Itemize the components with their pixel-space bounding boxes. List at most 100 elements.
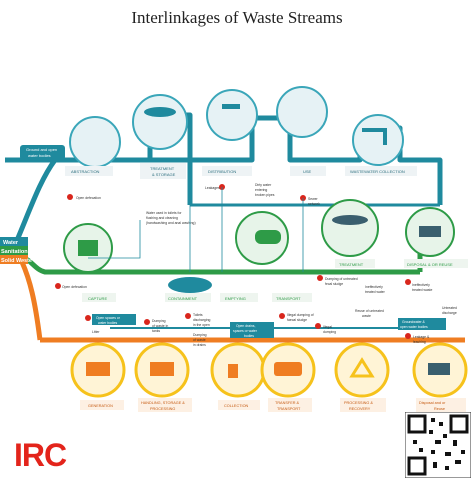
solid-disposal-label-2: Reuse [434, 407, 445, 411]
bulldozer-icon [428, 363, 450, 375]
factory-icon [86, 362, 110, 376]
leakage-leaching-note-2: leaching [413, 340, 426, 344]
emptying-label-box [220, 293, 258, 302]
treatment-s-label-box [335, 259, 375, 268]
containment-label-box [165, 293, 211, 302]
disposal-s-label-box [404, 259, 468, 268]
sewer-note-1: Sewer [308, 197, 318, 201]
annotation-texts: Open defecation Water used in toilets fo… [62, 183, 457, 347]
toilets-note-1: Toilets [193, 313, 203, 317]
sanitation-labels: CAPTURE CONTAINMENT EMPTYING TRANSPORT T… [82, 259, 468, 302]
groundwater-box [398, 318, 446, 330]
dumping-drains-note-1: Dumping [193, 333, 207, 337]
untreated-discharge-note-2: discharge [442, 311, 457, 315]
water-used-note-3: (handwashing and anal washing) [146, 221, 196, 225]
open-drains-box [230, 322, 274, 338]
alert-icon [279, 313, 285, 319]
capture-label: CAPTURE [88, 296, 107, 301]
bin-icon [228, 364, 238, 378]
ineff-waste-note-2: treated waste [412, 288, 432, 292]
solid-labels: GENERATION HANDLING, STORAGE & PROCESSIN… [80, 398, 466, 412]
sewer-note-2: network [308, 202, 320, 206]
wastewater-label-box [345, 166, 417, 176]
dumping-tanks-note-3: tanks [152, 329, 160, 333]
qr-frame [405, 412, 471, 478]
garbage-truck-icon [274, 362, 302, 376]
dumping-fecal-note-2: fecal sludge [325, 282, 343, 286]
ground-water-label-1: Ground and open [26, 147, 57, 152]
sanitation-icons [63, 199, 455, 293]
solid-down-pipe [19, 260, 43, 341]
sanitation-stream-tag [0, 246, 28, 255]
toilets-note-2: discharging [193, 318, 210, 322]
illegal-dump-note-2: faecal sludge [287, 318, 307, 322]
alert-icon [315, 323, 321, 329]
alert-icon [67, 194, 73, 200]
ground-water-box [20, 145, 65, 160]
qr-code[interactable] [405, 412, 471, 478]
illegal-waste-note-1: Illegal [323, 325, 332, 329]
capture-label-box [82, 293, 116, 302]
treatment-plant-icon [321, 199, 379, 257]
qr-finder-tr [449, 414, 469, 434]
alert-icon [85, 315, 91, 321]
handling-label-box [138, 398, 192, 412]
processing-recovery-icon [334, 342, 390, 398]
water-stream-label: Water [3, 240, 19, 246]
dumping-drains-note-3: in drains [193, 343, 206, 347]
treatment-storage-icon [132, 94, 188, 150]
solid-disposal-label-1: Disposal and or [419, 401, 446, 405]
dirty-water-note-3: broken pipes [255, 193, 275, 197]
ineff-treated-note-2: treated water [365, 290, 386, 294]
processing-label-2: RECOVERY [349, 407, 371, 411]
wastewater-collection-icon [352, 114, 404, 166]
page-title: Interlinkages of Waste Streams [131, 8, 343, 27]
alert-icon [405, 279, 411, 285]
solid-stream-tag [0, 255, 28, 264]
alert-icon [405, 333, 411, 339]
irc-logo: IRC [14, 437, 67, 473]
solid-disposal-label-box [416, 398, 466, 412]
qr-finder-tl [407, 414, 427, 434]
pipe-icon [362, 128, 387, 145]
processing-label-box [340, 398, 386, 412]
open-drains-note-3: bodies [244, 334, 254, 338]
dumping-drains-note-2: of waste [193, 338, 206, 342]
illegal-waste-note-2: dumping [323, 330, 336, 334]
distribution-label: DISTRIBUTION [208, 169, 236, 174]
sanitation-stream-label: Sanitation [1, 249, 28, 255]
open-drains-note-1: Open drains, [236, 324, 255, 328]
collection-label: COLLECTION [224, 404, 249, 408]
disposal-s-label: DISPOSAL & OR REUSE [407, 262, 453, 267]
transfer-label-box [268, 398, 312, 412]
annotation-markers [55, 184, 411, 339]
water-icons [69, 86, 404, 168]
open-spaces-box [92, 314, 136, 325]
leakage-leaching-note-1: Leakage & [413, 335, 430, 339]
transfer-label-2: TRANSPORT [277, 407, 301, 411]
transfer-label-1: TRANSFER & [275, 401, 300, 405]
alert-icon [185, 313, 191, 319]
open-defecation-note: Open defecation [76, 196, 101, 200]
handling-label-1: HANDLING, STORAGE & [141, 401, 185, 405]
abstraction-label-box [65, 166, 113, 176]
use-label: USE [303, 169, 312, 174]
open-spaces-note-1: Open spaces or [96, 316, 121, 320]
abstraction-icon [69, 116, 121, 168]
illegal-dump-note-1: Illegal dumping of [287, 313, 314, 317]
water-used-note-2: flushing and cleaning [146, 216, 178, 220]
groundwater-note-1: Groundwater & [402, 320, 426, 324]
settling-tank-icon [332, 215, 368, 225]
tank-icon [144, 107, 176, 117]
dumping-fecal-note-1: Dumping of untreated [325, 277, 358, 281]
qr-modules [413, 418, 465, 470]
ineff-treated-note-1: Ineffectively [365, 285, 383, 289]
dirty-water-note-2: entering [255, 188, 267, 192]
generation-label-box [80, 400, 124, 410]
use-label-box [290, 166, 326, 176]
water-stream-tag [0, 237, 28, 246]
transport-label: TRANSPORT [276, 296, 301, 301]
alert-icon [144, 319, 150, 325]
reuse-untreated-note-1: Reuse of untreated [355, 309, 384, 313]
solid-stream-label: Solid Waste [1, 258, 32, 264]
